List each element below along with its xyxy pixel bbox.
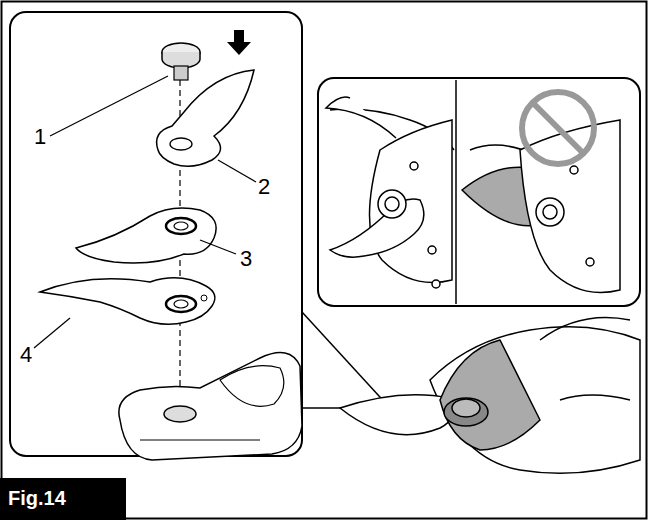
figure-number: Fig.14 <box>8 488 66 508</box>
callout-number: 3 <box>240 248 252 270</box>
callout-number: 2 <box>258 176 270 198</box>
callout-number: 1 <box>34 126 46 148</box>
callout-number: 4 <box>20 344 32 366</box>
